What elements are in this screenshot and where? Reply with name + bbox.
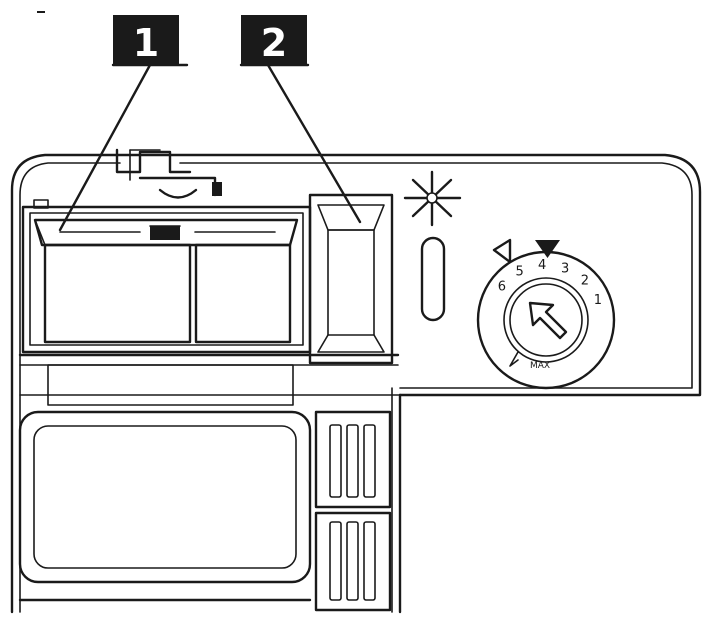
compartment-ledge <box>18 353 401 406</box>
callout-2: 2 <box>239 15 362 224</box>
dial-number-5: 5 <box>516 265 524 280</box>
dial-number-3: 3 <box>561 261 569 276</box>
callout-2-leader <box>266 63 362 224</box>
vent-grille-lower <box>314 511 392 612</box>
callout-1-label: 1 <box>133 21 159 65</box>
dial-max-label: MAX <box>530 361 550 371</box>
dial-number-6: 6 <box>498 280 506 295</box>
dial-number-1: 1 <box>594 293 602 308</box>
callout-2-label: 2 <box>261 21 287 65</box>
rinse-aid-cap <box>308 193 394 365</box>
detergent-compartment <box>21 199 312 354</box>
lower-tray <box>18 410 312 602</box>
callout-1: 1 <box>58 15 189 232</box>
open-triangle-icon <box>492 238 512 264</box>
callout-1-leader <box>58 63 152 232</box>
dial-number-2: 2 <box>581 274 589 289</box>
sparkle-icon <box>403 170 462 227</box>
dial-markers <box>492 238 560 264</box>
dial-number-4: 4 <box>538 258 546 273</box>
rinse-aid-indicator <box>403 170 462 322</box>
filled-triangle-icon <box>535 240 560 258</box>
vent-grille-upper <box>314 410 392 509</box>
dispenser-housing <box>10 153 702 614</box>
latch-mechanism <box>115 148 222 199</box>
arrow-icon <box>528 301 568 340</box>
